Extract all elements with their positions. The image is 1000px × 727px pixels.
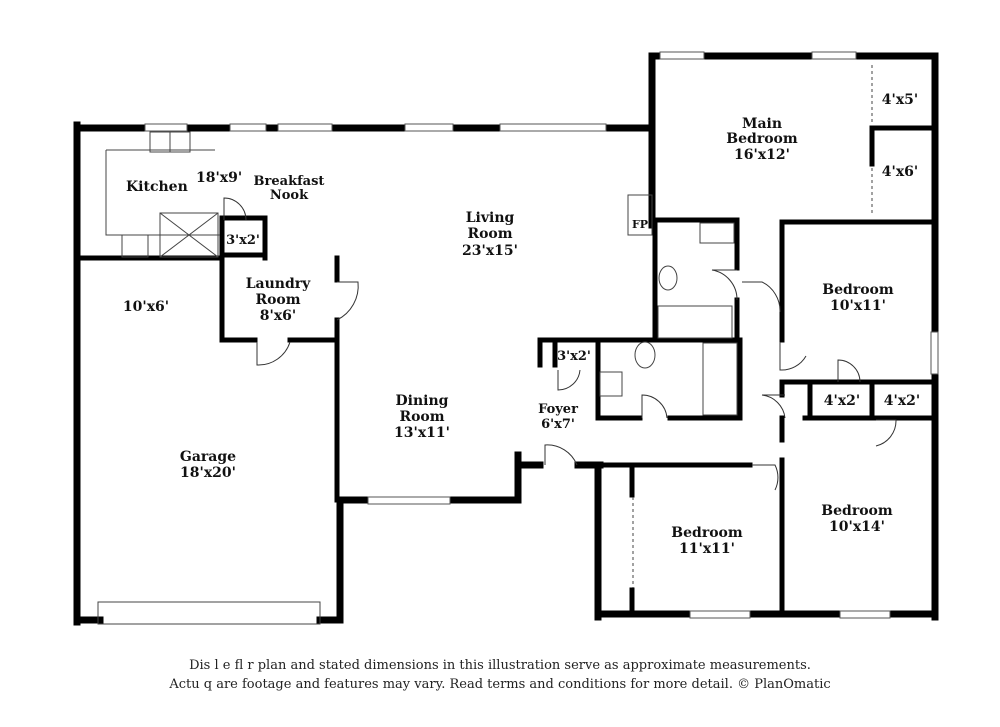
fixtures [97,65,873,625]
hall-closet-size: 3'x2' [557,349,591,364]
bedroom-east-size: 10'x11' [830,298,886,314]
disclaimer-line-2: Actu q are footage and features may vary… [169,677,831,692]
garage-size: 18'x20' [180,465,236,481]
laundry-room-name-2: Room [255,292,300,308]
closet-main-2-size: 4'x6' [882,164,918,180]
bedroom-south-2-name: Bedroom [821,503,893,519]
dining-room-size: 13'x11' [394,425,450,441]
foyer-size: 6'x7' [541,417,575,432]
main-bedroom-size: 16'x12' [734,147,790,163]
pantry-size: 3'x2' [226,233,260,248]
doors [223,197,897,491]
kitchen-name: Kitchen [126,179,188,195]
closet-main-1-size: 4'x5' [882,92,918,108]
main-bedroom-name-2: Bedroom [726,131,798,147]
living-room-name-1: Living [466,210,515,226]
bedroom-east-name: Bedroom [822,282,894,298]
walls [73,52,939,626]
fireplace-label: FP [632,218,648,231]
disclaimer-line-1: Dis l e fl r plan and stated dimensions … [189,658,811,673]
disclaimer: Dis l e fl r plan and stated dimensions … [0,656,1000,694]
dining-room-name-2: Room [399,409,444,425]
living-room-size: 23'x15' [462,243,518,259]
linen-closet-1-size: 4'x2' [824,393,860,409]
living-room-name-2: Room [467,226,512,242]
breakfast-nook-name-2: Nook [270,188,309,203]
laundry-room-name-1: Laundry [246,276,311,292]
linen-closet-2-size: 4'x2' [884,393,920,409]
laundry-room-size: 8'x6' [260,308,296,324]
garage-storage-size: 10'x6' [123,299,169,315]
windows [144,51,939,619]
dining-room-name-1: Dining [396,393,449,409]
bedroom-south-2-size: 10'x14' [829,519,885,535]
kitchen-size: 18'x9' [196,170,242,186]
garage-name: Garage [180,449,236,465]
interior-walls [77,125,938,617]
main-bedroom-name-1: Main [742,116,782,132]
foyer-name: Foyer [538,402,578,417]
bedroom-south-1-name: Bedroom [671,525,743,541]
breakfast-nook-name-1: Breakfast [254,174,325,189]
bedroom-south-1-size: 11'x11' [679,541,735,557]
